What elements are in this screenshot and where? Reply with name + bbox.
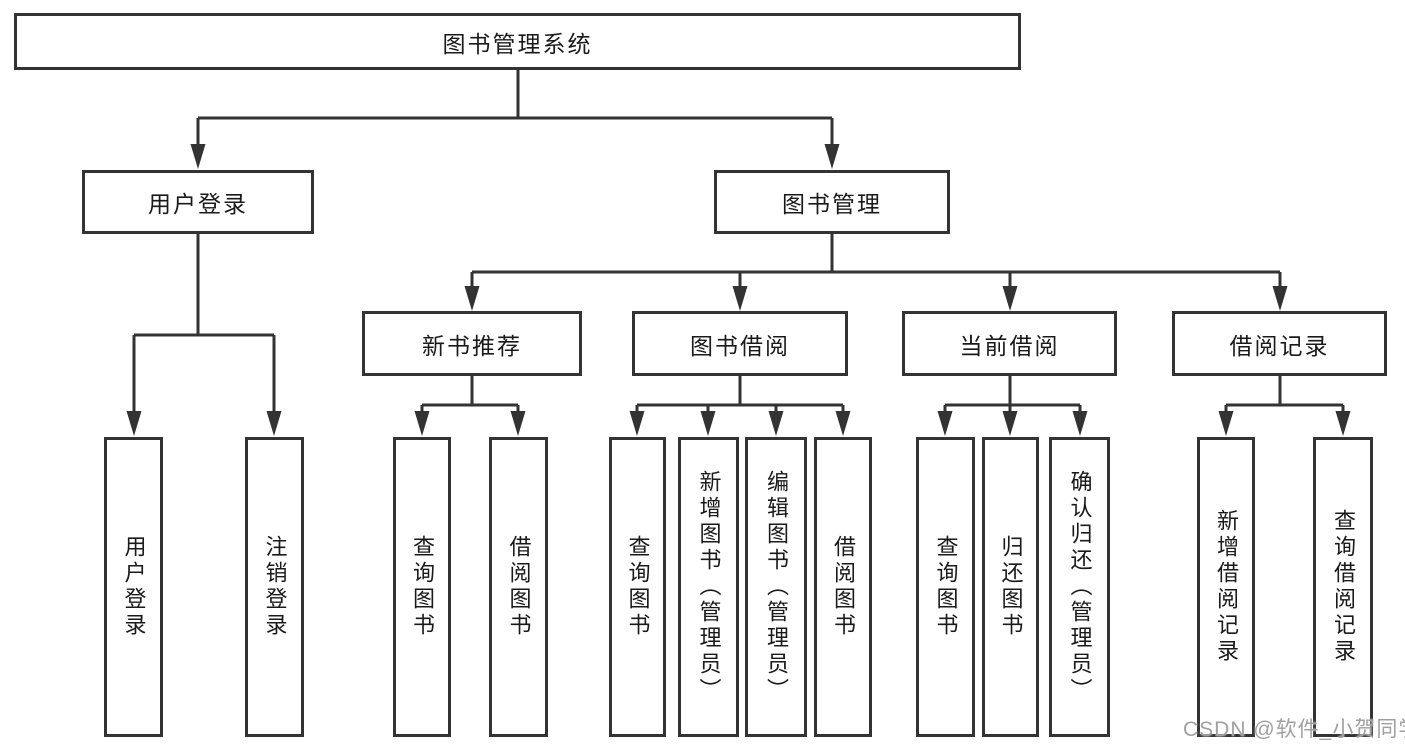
leaf-borrow-query-books: 查询图书 xyxy=(609,437,666,737)
leaf-label: 编辑图书（管理员） xyxy=(764,470,789,704)
leaf-borrow-edit-books-admin: 编辑图书（管理员） xyxy=(745,437,807,737)
leaf-label: 查询借阅记录 xyxy=(1331,509,1356,665)
node-library-management-system: 图书管理系统 xyxy=(14,13,1021,70)
leaf-label: 注销登录 xyxy=(262,535,288,639)
watermark: CSDN @软件_小贺同学 xyxy=(1183,718,1405,741)
node-label: 当前借阅 xyxy=(959,332,1060,359)
leaf-records-add-record: 新增借阅记录 xyxy=(1197,437,1255,737)
leaf-label: 用户登录 xyxy=(121,535,147,639)
leaf-label: 新增图书（管理员） xyxy=(696,470,722,704)
leaf-logout: 注销登录 xyxy=(245,437,304,737)
leaf-current-query-books: 查询图书 xyxy=(916,437,975,737)
node-label: 新书推荐 xyxy=(422,332,522,359)
node-label: 用户登录 xyxy=(148,191,248,217)
leaf-borrow-borrow-books: 借阅图书 xyxy=(814,437,872,737)
leaf-label: 借阅图书 xyxy=(831,535,856,639)
node-book-borrow: 图书借阅 xyxy=(632,311,848,376)
node-borrow-records: 借阅记录 xyxy=(1172,311,1387,376)
node-label: 图书借阅 xyxy=(690,332,790,359)
leaf-label: 新增借阅记录 xyxy=(1214,509,1239,665)
leaf-newbooks-query-books: 查询图书 xyxy=(393,437,451,737)
arrowheads xyxy=(126,144,1351,436)
leaf-current-return-books: 归还图书 xyxy=(982,437,1039,737)
node-current-borrow: 当前借阅 xyxy=(902,311,1117,376)
leaf-user-login: 用户登录 xyxy=(104,437,163,737)
leaf-borrow-add-books-admin: 新增图书（管理员） xyxy=(678,437,739,737)
node-new-book-recommend: 新书推荐 xyxy=(362,311,582,376)
node-label: 图书管理系统 xyxy=(442,30,593,57)
leaf-label: 归还图书 xyxy=(998,535,1024,639)
leaf-records-query-record: 查询借阅记录 xyxy=(1313,437,1373,737)
node-book-management: 图书管理 xyxy=(714,170,950,234)
leaf-label: 查询图书 xyxy=(625,535,651,639)
node-label: 图书管理 xyxy=(782,191,882,217)
leaf-newbooks-borrow-books: 借阅图书 xyxy=(489,437,548,737)
leaf-label: 查询图书 xyxy=(410,535,435,639)
leaf-label: 确认归还（管理员） xyxy=(1067,470,1093,704)
node-user-login: 用户登录 xyxy=(82,170,314,234)
leaf-label: 查询图书 xyxy=(933,535,959,639)
leaf-current-confirm-return-admin: 确认归还（管理员） xyxy=(1049,437,1110,737)
leaf-label: 借阅图书 xyxy=(506,535,532,639)
node-label: 借阅记录 xyxy=(1229,332,1330,359)
